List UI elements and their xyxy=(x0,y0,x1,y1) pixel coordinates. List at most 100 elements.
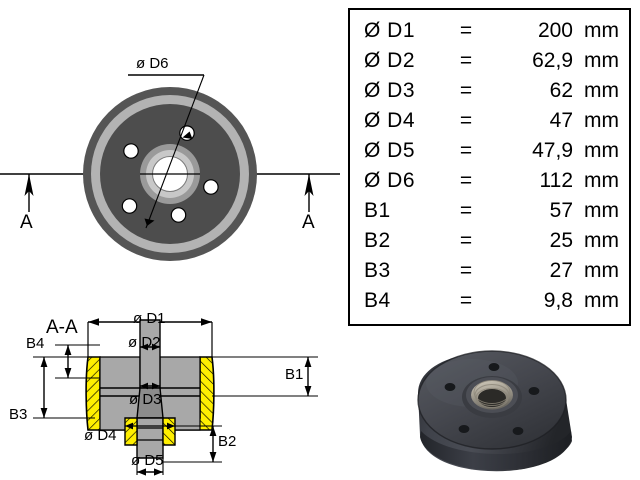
spec-value: 27 xyxy=(549,259,573,282)
photo-bolt-hole xyxy=(488,363,500,371)
dim-d5 xyxy=(136,458,164,476)
table-row: Ø D1 = 200 mm xyxy=(364,16,619,46)
section-label-d5: ø D5 xyxy=(131,452,164,469)
spec-equals: = xyxy=(459,199,473,222)
spec-symbol: Ø D3 xyxy=(364,79,416,102)
table-row: Ø D3 = 62 mm xyxy=(364,76,619,106)
d6-arrow-lower xyxy=(144,218,155,226)
spec-unit: mm xyxy=(584,229,619,252)
spec-equals: = xyxy=(459,289,473,312)
spec-value: 25 xyxy=(549,229,573,252)
spec-symbol: B2 xyxy=(364,229,391,252)
spec-value: 57 xyxy=(549,199,573,222)
spec-equals: = xyxy=(459,49,473,72)
section-view-title: A-A xyxy=(46,317,78,338)
photo-bolt-hole xyxy=(528,387,540,395)
spec-symbol: Ø D4 xyxy=(364,109,416,132)
photo-bolt-hole xyxy=(458,425,470,433)
spec-unit: mm xyxy=(584,199,619,222)
table-row: Ø D5 = 47,9 mm xyxy=(364,136,619,166)
section-spigot-lines xyxy=(137,427,163,441)
bolt-hole xyxy=(170,207,187,223)
table-row: Ø D4 = 47 mm xyxy=(364,106,619,136)
specification-table: Ø D1 = 200 mm Ø D2 = 62,9 mm Ø D3 = 62 m… xyxy=(348,8,631,326)
table-row: Ø D2 = 62,9 mm xyxy=(364,46,619,76)
section-hub-upper xyxy=(139,319,161,389)
table-row: Ø D6 = 112 mm xyxy=(364,166,619,196)
spec-symbol: B1 xyxy=(364,199,391,222)
spec-unit: mm xyxy=(584,169,619,192)
spec-value: 200 xyxy=(537,19,573,42)
product-photo xyxy=(402,345,632,477)
product-photo-svg xyxy=(417,350,572,472)
photo-bore-threads xyxy=(473,380,511,409)
drum-band xyxy=(420,431,572,471)
section-view-svg xyxy=(33,318,318,476)
section-label-b3: B3 xyxy=(9,406,28,423)
spec-equals: = xyxy=(459,139,473,162)
spec-symbol: Ø D6 xyxy=(364,169,416,192)
d6-arrow-upper xyxy=(182,131,193,139)
section-letter-right: A xyxy=(302,212,315,233)
section-label-b4: B4 xyxy=(26,335,45,352)
section-label-d2: ø D2 xyxy=(128,334,161,351)
dim-b2 xyxy=(163,425,222,463)
spec-symbol: Ø D2 xyxy=(364,49,416,72)
front-view-drawing: ø D6 A A xyxy=(0,0,340,280)
spec-value: 112 xyxy=(539,169,573,192)
front-view-svg xyxy=(0,74,340,261)
d6-dimension-leader xyxy=(128,74,205,229)
spec-unit: mm xyxy=(584,79,619,102)
section-label-d3: ø D3 xyxy=(129,391,162,408)
spec-equals: = xyxy=(459,169,473,192)
table-row: B4 = 9,8 mm xyxy=(364,286,619,316)
spec-unit: mm xyxy=(584,259,619,282)
table-row: B2 = 25 mm xyxy=(364,226,619,256)
spec-unit: mm xyxy=(584,109,619,132)
spec-value: 62,9 xyxy=(532,49,573,72)
spec-equals: = xyxy=(459,259,473,282)
section-cavity-step-lines xyxy=(100,387,200,397)
bolt-hole xyxy=(121,198,138,214)
photo-bolt-hole xyxy=(512,427,524,435)
dim-b4 xyxy=(55,344,100,379)
photo-bolt-hole-group xyxy=(444,363,540,435)
drum-face-edge xyxy=(417,350,567,450)
spec-equals: = xyxy=(459,229,473,252)
photo-hub-bore-inner xyxy=(478,389,506,407)
dim-b3 xyxy=(33,356,95,419)
spec-symbol: Ø D1 xyxy=(364,19,416,42)
section-label-d1: ø D1 xyxy=(133,310,166,327)
spec-symbol: B3 xyxy=(364,259,391,282)
spec-unit: mm xyxy=(584,139,619,162)
section-view-drawing: A-A ø D1 ø D2 ø D3 ø D4 ø D5 B1 B2 B3 B4 xyxy=(0,300,340,480)
section-hub-flange-left xyxy=(124,417,138,446)
dim-d2 xyxy=(140,343,160,351)
section-hub-flange-right xyxy=(162,417,176,446)
spec-value: 9,8 xyxy=(543,289,573,312)
photo-bolt-hole xyxy=(444,383,456,391)
bolt-hole-group xyxy=(121,125,219,223)
spec-value: 47 xyxy=(549,109,573,132)
front-view-d6-label: ø D6 xyxy=(136,55,169,72)
section-label-b2: B2 xyxy=(218,433,237,450)
spec-value: 62 xyxy=(549,79,573,102)
spec-equals: = xyxy=(459,109,473,132)
section-arrow-right xyxy=(304,174,314,212)
section-letter-left: A xyxy=(20,212,33,233)
dim-d3 xyxy=(140,382,160,390)
spec-symbol: B4 xyxy=(364,289,391,312)
section-arrow-left xyxy=(24,174,34,212)
spec-equals: = xyxy=(459,79,473,102)
bolt-hole xyxy=(203,179,219,195)
bolt-hole xyxy=(123,143,139,159)
spec-value: 47,9 xyxy=(532,139,573,162)
section-label-d4: ø D4 xyxy=(84,427,117,444)
dim-b1 xyxy=(212,356,318,397)
table-row: B1 = 57 mm xyxy=(364,196,619,226)
spec-unit: mm xyxy=(584,19,619,42)
table-row: B3 = 27 mm xyxy=(364,256,619,286)
spec-unit: mm xyxy=(584,49,619,72)
section-label-b1: B1 xyxy=(285,366,304,383)
